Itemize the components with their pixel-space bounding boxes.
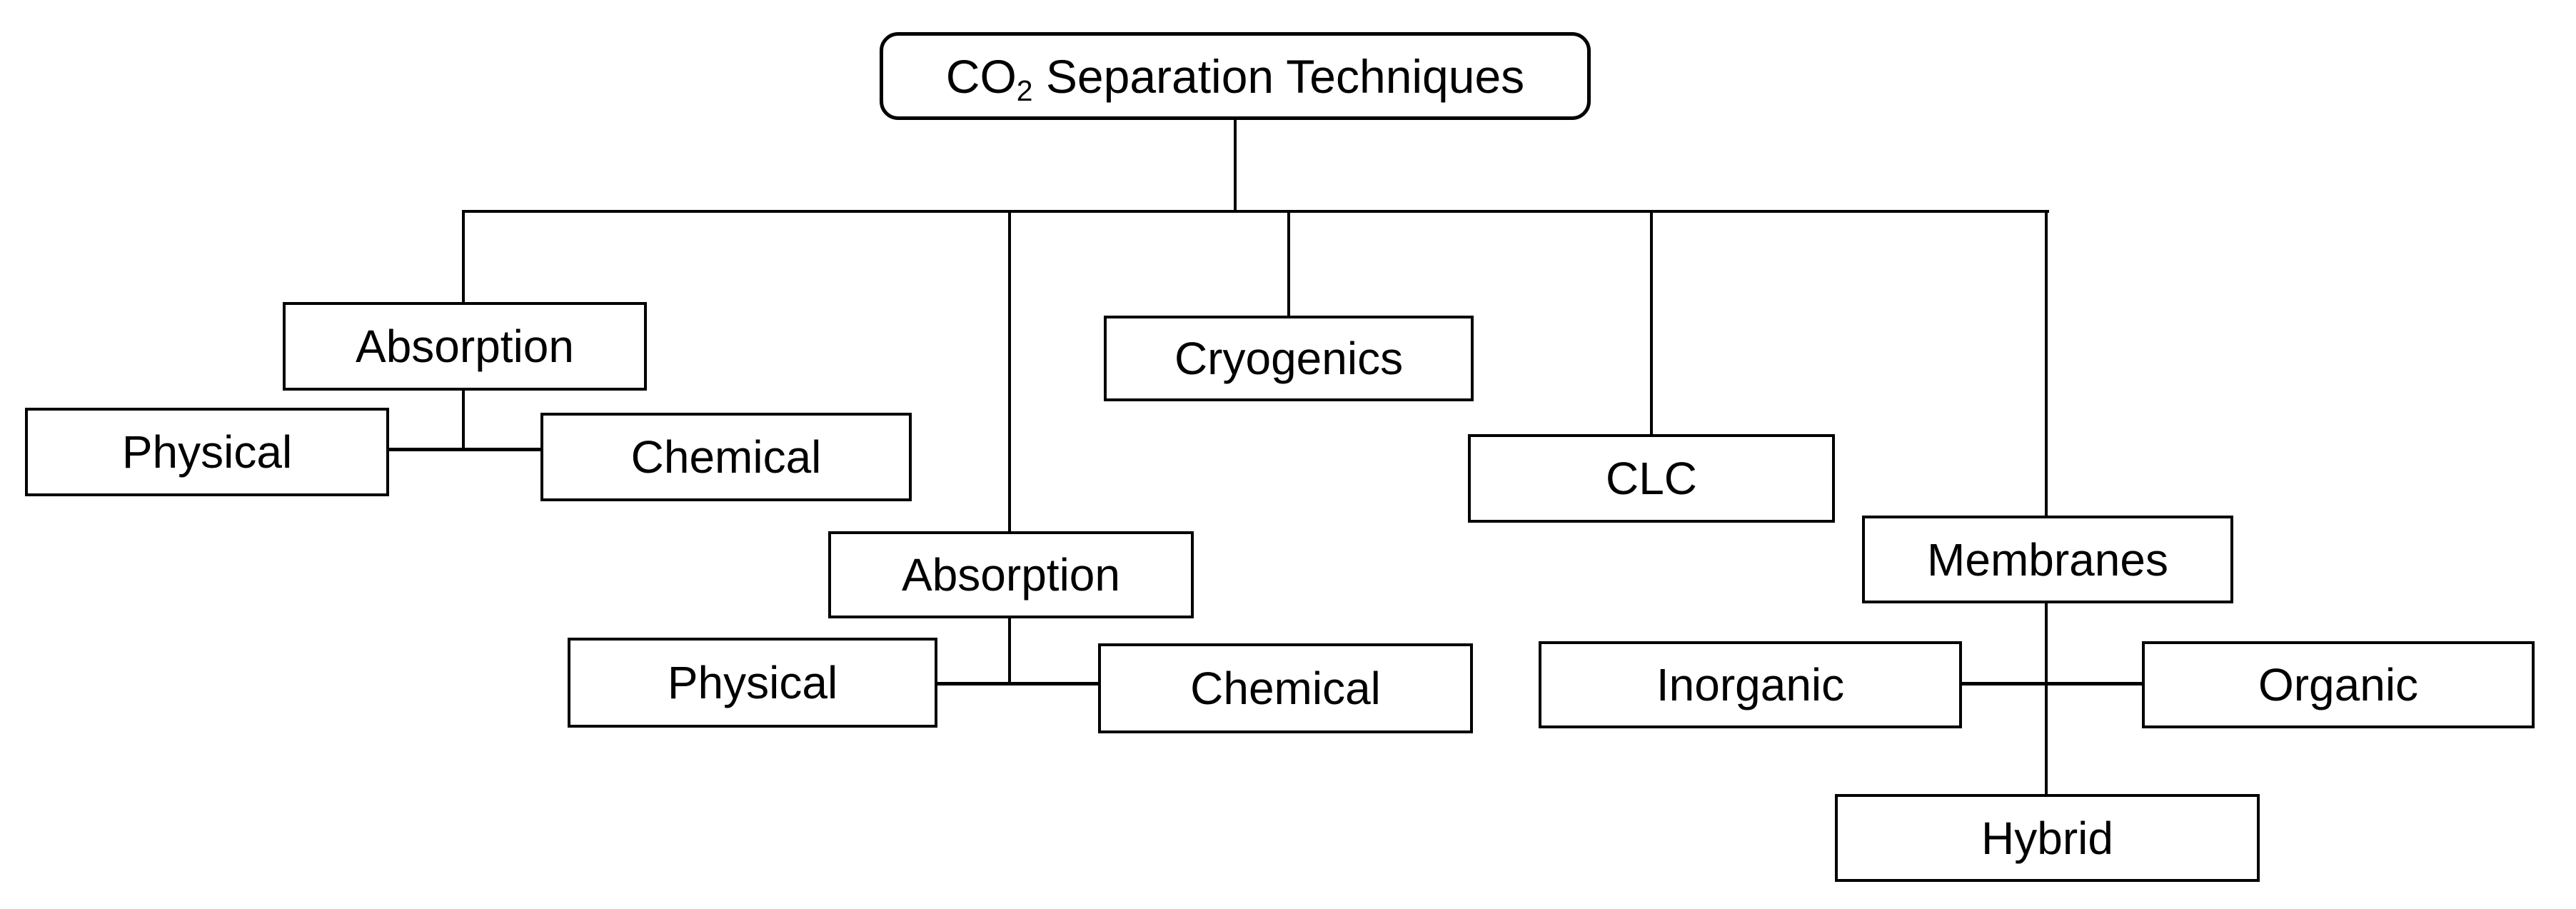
node-hybrid-label: Hybrid [1981,812,2113,864]
connector-drop-absorption-left [462,210,465,302]
root-label-suffix: Separation Techniques [1032,49,1525,103]
connector-absorption-left-children-bar [389,448,540,451]
node-chemical-middle: Chemical [1098,643,1473,733]
node-chemical-left-label: Chemical [630,431,822,483]
node-organic: Organic [2142,641,2535,728]
node-cryogenics-label: Cryogenics [1174,333,1404,384]
node-chemical-middle-label: Chemical [1190,663,1381,714]
node-physical-left: Physical [25,408,389,496]
root-label-subscript: 2 [1016,74,1033,107]
connector-absorption-middle-children-stem [1008,618,1011,685]
node-inorganic-label: Inorganic [1656,659,1845,710]
connector-absorption-left-children-stem [462,391,465,451]
node-membranes-label: Membranes [1927,533,2168,586]
node-clc: CLC [1468,434,1835,523]
node-inorganic: Inorganic [1539,641,1962,728]
connector-absorption-middle-children-bar [937,682,1098,685]
node-clc-label: CLC [1605,453,1698,504]
connector-drop-absorption-middle [1008,210,1011,531]
root-label: CO2 Separation Techniques [945,49,1525,106]
node-chemical-left: Chemical [540,413,912,501]
node-absorption-middle: Absorption [828,531,1194,618]
node-root: CO2 Separation Techniques [880,32,1591,120]
connector-membranes-children-stem [2045,603,2048,794]
connector-main-horizontal [462,210,2049,213]
node-physical-left-label: Physical [121,426,293,478]
node-cryogenics: Cryogenics [1104,316,1474,401]
node-membranes: Membranes [1862,516,2233,603]
node-physical-middle: Physical [568,638,937,728]
node-absorption-left-label: Absorption [356,321,574,372]
node-absorption-left: Absorption [283,302,647,391]
connector-membranes-children-bar [1962,682,2142,685]
node-organic-label: Organic [2258,659,2419,710]
connector-drop-clc [1650,210,1653,434]
connector-drop-membranes [2045,210,2048,516]
node-hybrid: Hybrid [1835,794,2260,882]
connector-drop-cryogenics [1287,210,1290,316]
node-absorption-middle-label: Absorption [902,549,1120,601]
connector-root-stub [1234,120,1237,210]
root-label-prefix: CO [945,49,1017,103]
node-physical-middle-label: Physical [667,657,838,708]
